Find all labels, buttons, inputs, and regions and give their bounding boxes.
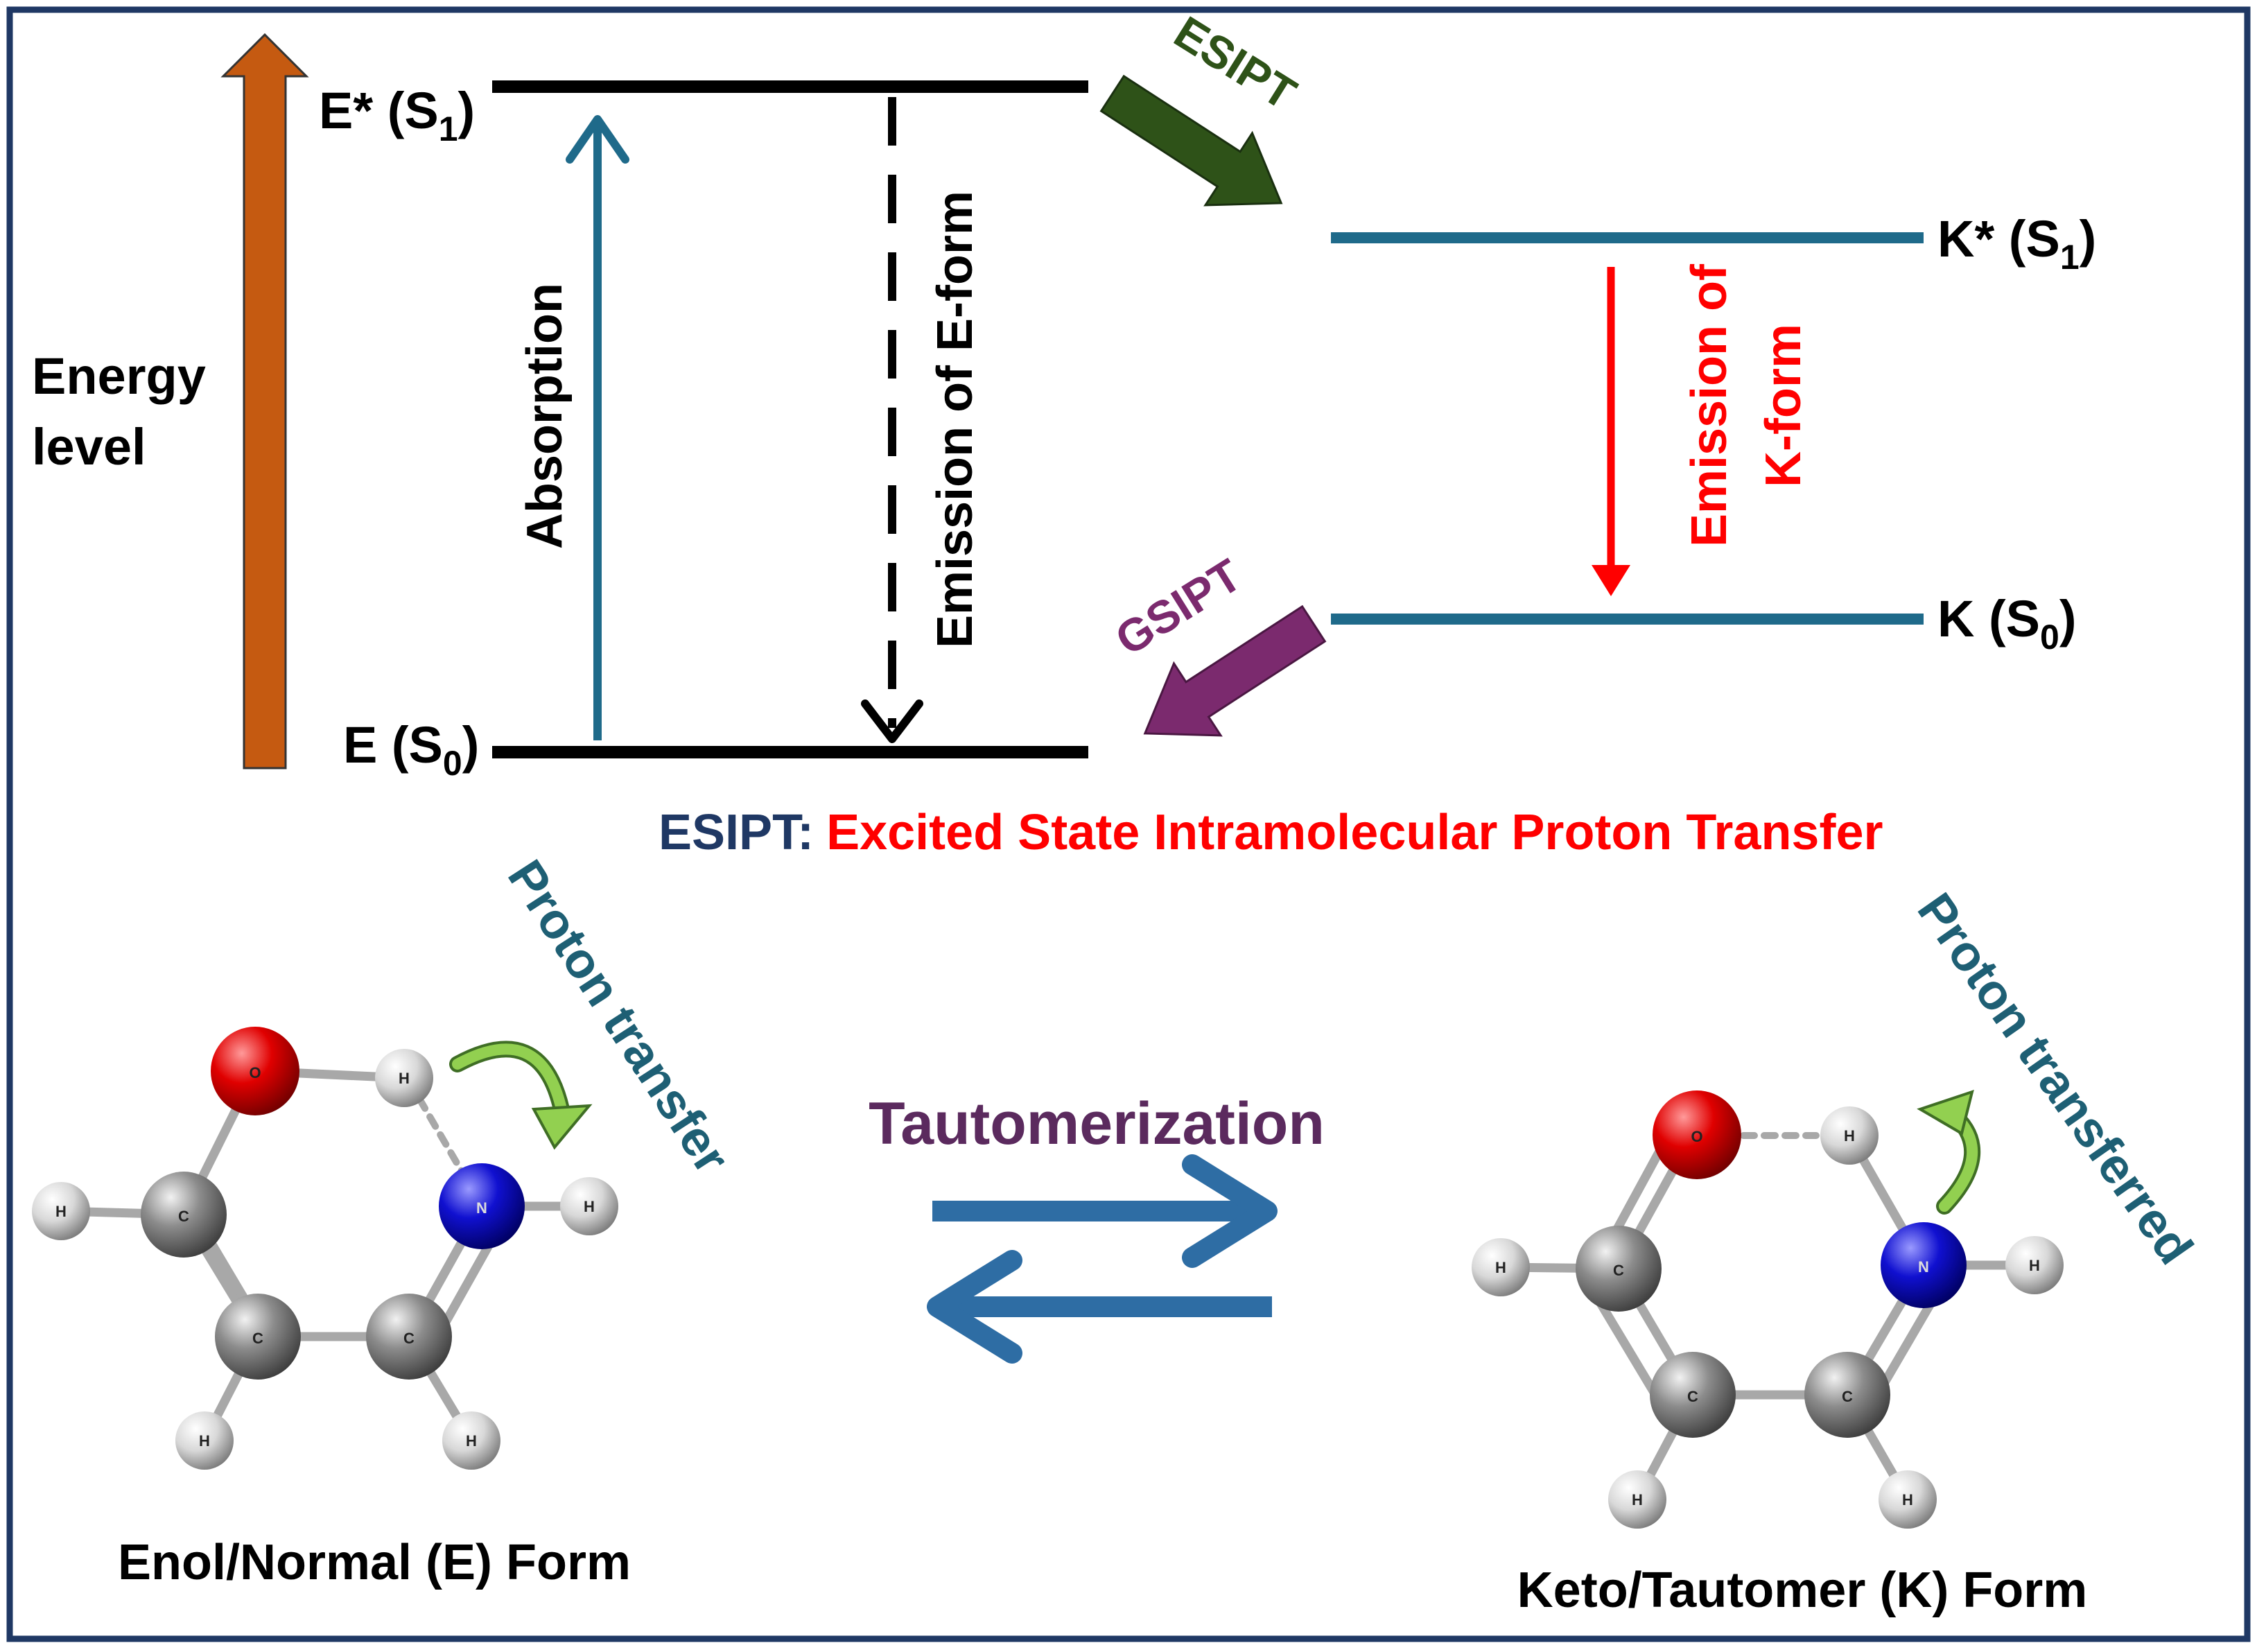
enol-atom-oxygen: [211, 1027, 299, 1115]
state-label-e-ground: E (S0): [343, 716, 479, 783]
gsipt-arrow: [1143, 605, 1327, 737]
keto-curved-arrow: [1917, 1089, 1980, 1215]
keto-atom-c: [1576, 1226, 1662, 1312]
absorption-label: Absorption: [517, 283, 573, 549]
esipt-definition: ESIPT:Excited State Intramolecular Proto…: [659, 805, 1883, 860]
keto-molecule: O N C C C H H H H H: [1472, 1090, 2064, 1529]
svg-text:H: H: [1902, 1491, 1913, 1508]
svg-text:H: H: [466, 1432, 477, 1450]
keto-atom-oxygen: [1653, 1090, 1741, 1179]
enol-atom-c: [215, 1294, 301, 1380]
svg-text:H: H: [1495, 1259, 1506, 1276]
enol-atom-c: [141, 1172, 227, 1258]
enol-atom-h: [442, 1411, 500, 1470]
energy-axis-label-line1: Energy: [32, 347, 206, 405]
emission-k-form-label-line1: Emission of: [1682, 263, 1737, 547]
state-label-e-excited: E* (S1): [319, 82, 475, 148]
enol-atom-h: [32, 1182, 90, 1240]
energy-level-arrow: [220, 33, 309, 770]
svg-text:H: H: [399, 1070, 410, 1087]
state-label-k-excited: K* (S1): [1937, 210, 2096, 277]
svg-text:H: H: [1844, 1127, 1855, 1145]
svg-text:C: C: [252, 1330, 263, 1347]
enol-atom-c: [366, 1294, 452, 1380]
svg-text:H: H: [2029, 1257, 2040, 1274]
svg-text:H: H: [584, 1198, 595, 1215]
svg-text:O: O: [1691, 1128, 1702, 1145]
keto-atom-h: [1879, 1470, 1937, 1529]
svg-text:C: C: [1842, 1388, 1853, 1405]
reverse-equilibrium-arrow: [927, 1250, 1272, 1364]
keto-atom-c: [1650, 1352, 1736, 1438]
svg-text:C: C: [178, 1208, 189, 1225]
state-label-k-ground: K (S0): [1937, 590, 2076, 657]
enol-form-caption: Enol/Normal (E) Form: [118, 1535, 631, 1590]
svg-text:N: N: [1918, 1258, 1929, 1276]
keto-atom-h-nitrogen: [2005, 1236, 2064, 1294]
forward-equilibrium-arrow: [932, 1154, 1278, 1268]
energy-axis-label-line2: level: [32, 418, 146, 476]
enol-curved-arrow: [449, 1041, 593, 1150]
esipt-definition-term: ESIPT:: [659, 805, 814, 860]
emission-e-form-label: Emission of E-form: [927, 191, 983, 648]
tautomerization-label: Tautomerization: [869, 1090, 1325, 1157]
enol-atom-h-nitrogen: [560, 1177, 618, 1235]
svg-text:O: O: [249, 1064, 261, 1081]
keto-atom-h: [1472, 1238, 1530, 1296]
absorption-arrow: [566, 115, 629, 740]
keto-atom-c: [1804, 1352, 1890, 1438]
keto-atom-nitrogen: [1881, 1222, 1967, 1308]
keto-atom-h: [1608, 1470, 1666, 1529]
esipt-definition-meaning: Excited State Intramolecular Proton Tran…: [826, 805, 1883, 860]
emission-k-form-arrow: [1592, 267, 1630, 596]
svg-text:N: N: [476, 1199, 487, 1217]
enol-molecule: O N C C C H H H H H: [32, 1027, 618, 1470]
enol-atom-nitrogen: [439, 1163, 525, 1249]
svg-text:H: H: [55, 1203, 67, 1220]
svg-text:C: C: [1687, 1388, 1698, 1405]
svg-text:H: H: [1632, 1491, 1643, 1508]
emission-k-form-label-line2: K-form: [1756, 324, 1811, 487]
keto-form-caption: Keto/Tautomer (K) Form: [1517, 1563, 2088, 1618]
enol-atom-h-hydroxyl: [375, 1049, 433, 1107]
enol-atom-h: [175, 1411, 234, 1470]
keto-atom-h-transferred: [1820, 1106, 1879, 1165]
svg-text:C: C: [403, 1330, 415, 1347]
svg-text:C: C: [1613, 1262, 1624, 1279]
svg-text:H: H: [199, 1432, 210, 1450]
emission-e-form-arrow: [861, 97, 923, 743]
esipt-arrow: [1099, 74, 1283, 207]
